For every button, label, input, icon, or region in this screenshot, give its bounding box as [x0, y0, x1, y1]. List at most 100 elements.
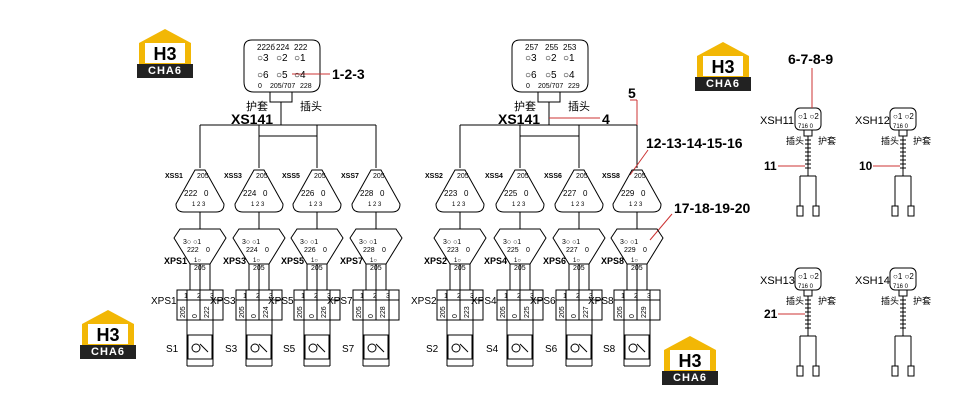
harness-label-sheath: 护套 [913, 135, 931, 146]
plug-zero: 0 [206, 247, 210, 254]
wire-number: 0 [452, 314, 459, 318]
right-pin-low-6: ○6 [525, 70, 537, 81]
wire-number: 228 [380, 306, 387, 318]
right-pin-low-4: ○4 [563, 70, 575, 81]
sensor-icon [511, 343, 521, 353]
socket-zero-pin: 0 [204, 189, 209, 198]
socket-mid-pin: 222 [184, 189, 198, 198]
sensor-icon [191, 343, 201, 353]
socket-pin-row: 1 2 3 [512, 202, 526, 208]
brand-logo: H3 CHA6 [693, 40, 753, 95]
socket-zero-pin: 0 [641, 189, 646, 198]
socket-label: XSS3 [224, 173, 242, 180]
socket-column-s5 [290, 169, 344, 367]
plug-label: XPS1 [164, 256, 187, 266]
right-pin-mid-2: ○2 [545, 53, 557, 64]
right-pin-low-5: ○5 [545, 70, 557, 81]
plug-bottom-pin: 1○ [194, 258, 201, 264]
house-logo-icon: H3 [82, 310, 134, 346]
socket-column-s3 [232, 169, 286, 367]
right-label-plug: 插头 [568, 99, 590, 113]
socket-label: XSS7 [341, 173, 359, 180]
left-pin-top-2: 224 [276, 43, 290, 52]
left-pin-low-4: ○4 [294, 70, 306, 81]
plug-bottom-pin: 1○ [631, 258, 638, 264]
right-callout-5: 5 [628, 85, 636, 101]
brand-logo: H3 CHA6 [78, 308, 138, 363]
plug-bottom-num: 205 [631, 265, 643, 272]
plug-label: XPS4 [484, 256, 507, 266]
left-pin-top-1: 222 [294, 43, 308, 52]
socket-triangle [351, 169, 401, 213]
block-pin-1: 1 [184, 293, 188, 300]
terminal-lug [796, 365, 804, 377]
plug-bottom-pin: 1○ [514, 258, 521, 264]
harness-sub: 716 0 [798, 124, 814, 130]
harness-pins: ○1 ○2 [893, 112, 914, 121]
sensor-label: S5 [283, 344, 296, 355]
plug-num: 222 [187, 247, 199, 254]
socket-zero-pin: 0 [380, 189, 385, 198]
block-pin-1: 1 [621, 293, 625, 300]
socket-pin-row: 1 2 3 [368, 202, 382, 208]
right-pin-top-3: 257 [525, 43, 539, 52]
harness-callout: 21 [764, 307, 778, 321]
brand-logo: H3 CHA6 [135, 27, 195, 82]
block-pin-1: 1 [563, 293, 567, 300]
sensor-box [246, 334, 272, 360]
plug-bottom-pin: 1○ [253, 258, 260, 264]
block-label: XPS5 [268, 296, 294, 307]
wire-number: 205 [500, 306, 507, 318]
socket-mid-pin: 223 [444, 189, 458, 198]
sensor-icon [451, 343, 461, 353]
plug-bottom-pin: 1○ [311, 258, 318, 264]
socket-mid-pin: 229 [621, 189, 635, 198]
socket-column-s8 [610, 169, 664, 367]
right-callout-4: 4 [602, 111, 610, 127]
plug-label: XPS6 [543, 256, 566, 266]
sensor-box [304, 334, 330, 360]
terminal-lug [796, 205, 804, 217]
socket-zero-pin: 0 [464, 189, 469, 198]
block-pin-3: 3 [269, 293, 273, 300]
plug-bottom-num: 205 [573, 265, 585, 272]
socket-pin-row: 1 2 3 [309, 202, 323, 208]
logo-h3-text: H3 [711, 57, 734, 77]
wire-number: 0 [192, 314, 199, 318]
socket-label: XSS2 [425, 173, 443, 180]
socket-pin-row: 1 2 3 [629, 202, 643, 208]
harness-label-sheath: 护套 [818, 295, 836, 306]
wire-number: 0 [309, 314, 316, 318]
wire-number: 225 [524, 306, 531, 318]
plug-bottom-num: 205 [454, 265, 466, 272]
harness-name: XSH11 [760, 115, 794, 127]
plug-zero: 0 [323, 247, 327, 254]
logo-sub-text: CHA6 [695, 77, 751, 91]
wire-number: 0 [368, 314, 375, 318]
right-pin-top-1: 253 [563, 43, 577, 52]
socket-mid-pin: 227 [563, 189, 577, 198]
logo-sub-text: CHA6 [137, 64, 193, 78]
left-main-connector [199, 39, 377, 168]
plug-num: 229 [624, 247, 636, 254]
harness-name: XSH14 [855, 275, 890, 287]
socket-top-pin: 205 [576, 173, 588, 180]
left-pin-mid-3: ○3 [257, 53, 269, 64]
socket-triangle [234, 169, 284, 213]
socket-label: XSS6 [544, 173, 562, 180]
right-pin-mid-3: ○3 [525, 53, 537, 64]
wire-number: 205 [440, 306, 447, 318]
sensor-icon [570, 343, 580, 353]
left-pin-low-5: ○5 [276, 70, 288, 81]
plug-zero: 0 [466, 247, 470, 254]
harness-xsh14 [889, 267, 917, 377]
block-label: XPS2 [411, 296, 437, 307]
wire-number: 205 [617, 306, 624, 318]
harness-label-plug: 插头 [881, 135, 899, 146]
block-pin-2: 2 [517, 293, 521, 300]
terminal-lug [812, 365, 820, 377]
block-label: XPS3 [210, 296, 236, 307]
socket-mid-pin: 228 [360, 189, 374, 198]
block-label: XPS7 [327, 296, 353, 307]
plug-pin-row: 3○ ○1 [620, 239, 638, 246]
